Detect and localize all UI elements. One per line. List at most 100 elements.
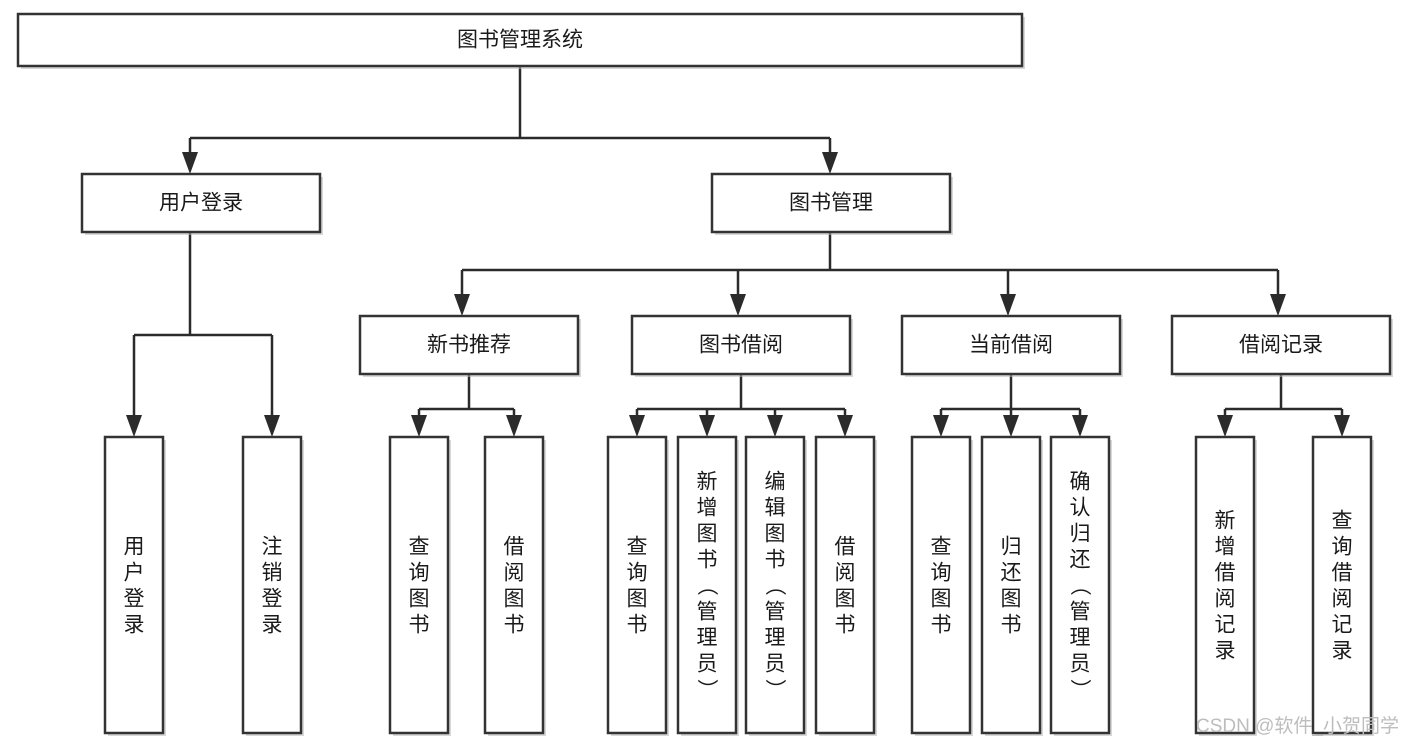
node-label-char: （ <box>1068 575 1091 596</box>
node-label-char: 阅 <box>835 561 856 584</box>
node-label-char: 录 <box>1332 639 1353 662</box>
node-label-char: 书 <box>1001 613 1022 636</box>
node-rect[interactable] <box>1311 435 1373 735</box>
node-label-char: 询 <box>931 561 952 584</box>
node-user-login[interactable]: 用户登录 <box>80 172 323 235</box>
node-label-char: 登 <box>262 587 283 610</box>
node-label: 新书推荐 <box>427 334 511 357</box>
node-label-char: 员 <box>1070 652 1091 675</box>
arrow-to-level3-0 <box>454 294 470 316</box>
node-label-char: 增 <box>1215 535 1236 558</box>
node-rect[interactable] <box>1049 435 1111 735</box>
arrow-to-leaf-2-2 <box>1072 415 1088 437</box>
node-label-char: 还 <box>1001 561 1022 584</box>
node-rect[interactable] <box>388 435 450 735</box>
arrow-to-leaf-1-1 <box>699 415 715 437</box>
node-rect[interactable] <box>710 172 952 234</box>
node-label-char: 书 <box>627 613 648 636</box>
connector-layer <box>126 66 1350 437</box>
node-label-char: 书 <box>835 613 856 636</box>
node-rect[interactable] <box>980 435 1042 735</box>
node-current-borrow[interactable]: 当前借阅 <box>900 314 1123 377</box>
node-label-char: 新 <box>1215 509 1236 532</box>
node-label-char: 辑 <box>765 496 786 519</box>
node-rect[interactable] <box>103 435 165 735</box>
node-label-char: 管 <box>1070 600 1091 623</box>
node-label-char: 书 <box>504 613 525 636</box>
node-label-char: （ <box>763 575 786 596</box>
node-label-char: 阅 <box>1332 587 1353 610</box>
node-rect[interactable] <box>241 435 303 735</box>
node-label-char: 查 <box>409 535 430 558</box>
arrow-to-leaf-3-1 <box>1334 415 1350 437</box>
node-label-char: 借 <box>1332 561 1353 584</box>
node-label-char: 阅 <box>504 561 525 584</box>
node-label-char: 图 <box>697 522 718 545</box>
node-rect[interactable] <box>358 314 580 376</box>
node-label-char: 录 <box>124 613 145 636</box>
node-label-char: 归 <box>1070 522 1091 545</box>
node-label-char: 理 <box>697 626 718 649</box>
arrow-to-leaf-1-2 <box>767 415 783 437</box>
node-rect[interactable] <box>630 314 852 376</box>
node-label-char: ） <box>695 679 718 700</box>
node-label: 借阅记录 <box>1239 334 1323 357</box>
node-label-char: 书 <box>409 613 430 636</box>
node-label-char: 认 <box>1070 496 1091 519</box>
node-label: 图书管理系统 <box>457 29 583 52</box>
node-label-char: 询 <box>627 561 648 584</box>
node-label-char: 记 <box>1332 613 1353 636</box>
node-rect[interactable] <box>1170 314 1392 376</box>
node-label-char: 确 <box>1070 470 1091 493</box>
node-label-char: 书 <box>697 548 718 571</box>
node-label-char: 编 <box>765 470 786 493</box>
node-book-manage[interactable]: 图书管理 <box>710 172 953 235</box>
node-label: 图书管理 <box>789 192 873 215</box>
node-label-char: 查 <box>1332 509 1353 532</box>
node-book-borrow[interactable]: 图书借阅 <box>630 314 853 377</box>
node-label-char: 借 <box>504 535 525 558</box>
node-rect[interactable] <box>16 12 1024 68</box>
node-label: 图书借阅 <box>699 334 783 357</box>
arrow-to-book-manage <box>822 152 838 174</box>
node-label-char: 图 <box>409 587 430 610</box>
node-rect[interactable] <box>910 435 972 735</box>
node-label-char: ） <box>763 679 786 700</box>
node-new-book-recommend[interactable]: 新书推荐 <box>358 314 581 377</box>
node-rect[interactable] <box>744 435 806 735</box>
node-rect[interactable] <box>1194 435 1256 735</box>
node-label-char: 新 <box>697 470 718 493</box>
node-rect[interactable] <box>900 314 1122 376</box>
node-label-char: 还 <box>1070 548 1091 571</box>
node-label-char: 户 <box>124 561 145 584</box>
node-layer: 图书管理系统用户登录用户登录注销登录图书管理新书推荐查询图书借阅图书图书借阅查询… <box>16 12 1393 736</box>
node-label-char: 借 <box>835 535 856 558</box>
node-label-char: 录 <box>1215 639 1236 662</box>
node-rect[interactable] <box>483 435 545 735</box>
arrow-to-user-login <box>182 152 198 174</box>
node-borrow-record[interactable]: 借阅记录 <box>1170 314 1393 377</box>
node-rect[interactable] <box>676 435 738 735</box>
node-label-char: 图 <box>504 587 525 610</box>
node-label-char: 书 <box>931 613 952 636</box>
node-rect[interactable] <box>606 435 668 735</box>
node-root[interactable]: 图书管理系统 <box>16 12 1025 69</box>
node-label-char: 查 <box>627 535 648 558</box>
node-user-login-do[interactable]: 用户登录 <box>103 435 166 736</box>
node-rect[interactable] <box>814 435 876 735</box>
node-rect[interactable] <box>80 172 322 234</box>
